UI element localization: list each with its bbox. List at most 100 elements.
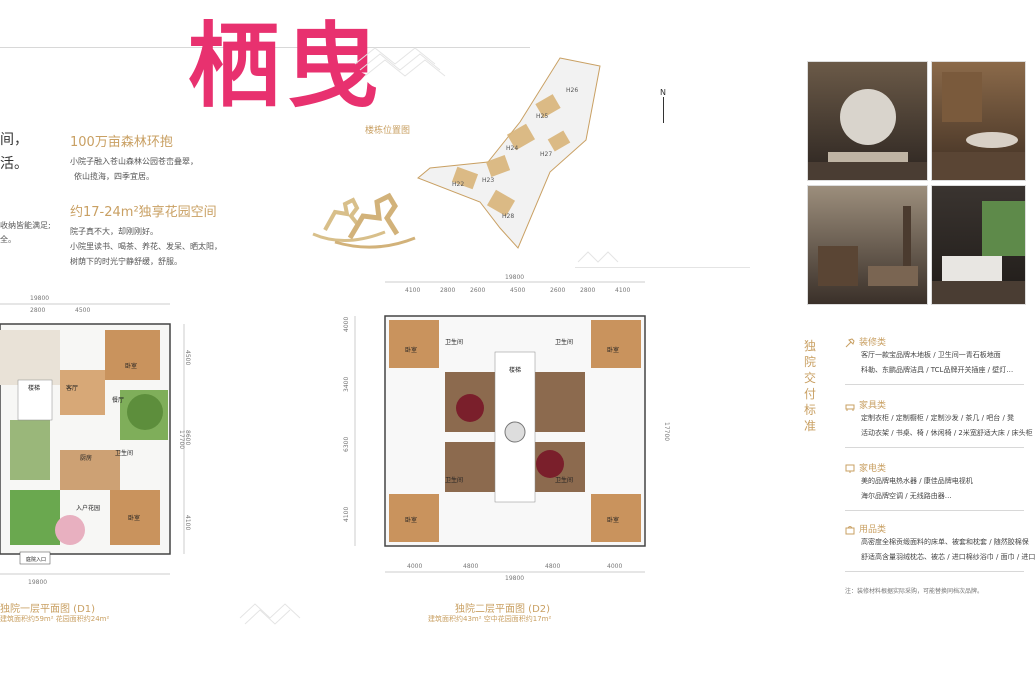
section-line: 科勒、东鹏品牌洁具 / TCL品牌开关插座 / 壁灯…: [861, 366, 1014, 374]
dim-label: 2800: [580, 287, 595, 294]
interior-photo-bedroom-2: [931, 185, 1026, 305]
left-clipped-text-2: 活。: [0, 156, 28, 172]
feature-line: 依山揽海，四季宜居。: [74, 172, 154, 181]
building-label: H28: [502, 213, 514, 220]
section-line: 定制衣柜 / 定制橱柜 / 定制沙发 / 茶几 / 吧台 / 凳: [861, 414, 1015, 422]
section-heading: 装修类: [859, 338, 887, 348]
room-label: 楼梯: [509, 366, 521, 374]
dim-label: 17700: [663, 422, 670, 441]
delivery-footnote: 注：装修材料根据实际采购，可能替换同档次品牌。: [845, 588, 984, 595]
entrance-label: 庭院入口: [26, 556, 46, 563]
brand-title: 栖曳: [188, 12, 385, 120]
dim-label: 2600: [550, 287, 565, 294]
dim-label: 2800: [440, 287, 455, 294]
section-line: 高密度全棉贡缎面料的床单、被套和枕套 / 随然胶棉保: [861, 538, 1029, 546]
sofa-icon: [845, 401, 855, 411]
dim-label: 4100: [615, 287, 630, 294]
dim-label: 4800: [463, 563, 478, 570]
dim-label: 4100: [184, 515, 191, 530]
section-heading: 家电类: [859, 464, 887, 474]
dim-label: 4100: [343, 507, 350, 522]
building-label: H23: [482, 177, 494, 184]
dim-label: 4500: [510, 287, 525, 294]
feature-garden: 约17-24m²独享花园空间 院子真不大，却刚刚好。 小院里读书、喝茶、养花、发…: [70, 201, 222, 269]
section-line: 客厅一款宝品牌木地板 / 卫生间一青石板地面: [861, 351, 1001, 359]
room-label: 卫生间: [445, 338, 463, 346]
dim-label: 19800: [505, 575, 524, 582]
section-line: 活动衣架 / 书桌、椅 / 休闲椅 / 2米宽舒适大床 / 床头柜: [861, 429, 1033, 437]
dim-label: 19800: [505, 274, 524, 281]
dim-label: 4000: [607, 563, 622, 570]
plan-d2-subtitle: 建筑面积约43m² 空中花园面积约17m²: [428, 615, 552, 623]
section-heading: 用品类: [859, 525, 887, 535]
room-label: 卫生间: [555, 476, 573, 484]
room-label: 卧室: [128, 514, 140, 522]
left-clipped-text-3: 收纳皆能满足;: [0, 221, 51, 230]
building-label: H22: [452, 181, 464, 188]
room-label: 卧室: [125, 362, 137, 370]
dim-label: 19800: [28, 579, 47, 586]
room-label: 卧室: [405, 516, 417, 524]
feature-heading: 100万亩森林环抱: [70, 135, 173, 150]
section-line: 舒适高含量羽绒枕芯、被芯 / 进口棉纱浴巾 / 面巾 / 进口: [861, 553, 1035, 561]
feature-line: 小院里读书、喝茶、养花、发呆、晒太阳，: [70, 242, 222, 251]
feature-heading: 约17-24m²独享花园空间: [70, 205, 217, 220]
divider: [575, 267, 750, 268]
rocking-horse-illustration: [312, 192, 416, 249]
delivery-section-furniture: 家具类 定制衣柜 / 定制橱柜 / 定制沙发 / 茶几 / 吧台 / 凳 活动衣…: [845, 398, 1033, 448]
section-line: 美的品牌电热水器 / 康佳品牌电视机: [861, 477, 973, 485]
plan-d1-title: 独院一层平面图 (D1): [0, 604, 96, 615]
dim-label: 4100: [405, 287, 420, 294]
site-plan-label: 楼栋位置图: [365, 126, 411, 136]
room-label: 卧室: [607, 346, 619, 354]
room-label: 卧室: [607, 516, 619, 524]
dim-label: 19800: [30, 295, 49, 302]
bag-icon: [845, 525, 855, 535]
delivery-section-supplies: 用品类 高密度全棉贡缎面料的床单、被套和枕套 / 随然胶棉保 舒适高含量羽绒枕芯…: [845, 522, 1035, 572]
room-label: 卫生间: [115, 449, 133, 457]
dim-label: 4500: [75, 307, 90, 314]
feature-line: 院子真不大，却刚刚好。: [70, 227, 158, 236]
left-clipped-text-4: 全。: [0, 235, 16, 244]
section-line: 海尔品牌空调 / 无线路由器…: [861, 492, 952, 500]
appliance-icon: [845, 464, 855, 474]
building-label: H26: [566, 87, 578, 94]
room-label: 餐厅: [112, 396, 124, 404]
plan-d1-subtitle: 建筑面积约59m² 花园面积约24m²: [0, 615, 110, 623]
room-label: 卧室: [405, 346, 417, 354]
feature-line: 树荫下的时光宁静舒缓，舒服。: [70, 257, 182, 266]
building-label: H24: [506, 145, 518, 152]
dim-label: 2600: [470, 287, 485, 294]
dim-label: 17700: [178, 430, 185, 449]
dim-label: 4800: [545, 563, 560, 570]
room-label: 楼梯: [28, 384, 40, 392]
interior-photo-living: [807, 61, 928, 181]
decorative-pattern: [577, 251, 619, 263]
decorative-pattern: [354, 47, 446, 77]
dim-label: 3400: [343, 377, 350, 392]
feature-line: 小院子融入苍山森林公园苍峦叠翠，: [70, 157, 198, 166]
dim-label: 4500: [184, 350, 191, 365]
room-label: 卫生间: [555, 338, 573, 346]
room-label: 客厅: [66, 384, 78, 392]
left-clipped-text-1: 间，: [0, 132, 28, 148]
floor-plan-d2: 19800 4100 2800 2600 4500 2600 2800 4100…: [343, 274, 670, 582]
delivery-vertical-title: 独院交付标准: [803, 339, 816, 433]
interior-photo-bedroom-1: [807, 185, 928, 305]
dim-label: 8600: [184, 430, 191, 445]
building-label: H25: [536, 113, 548, 120]
decorative-pattern: [239, 603, 301, 625]
dim-label: 4000: [343, 317, 350, 332]
north-compass: N: [660, 88, 666, 123]
dim-label: 4000: [407, 563, 422, 570]
dim-label: 6300: [343, 437, 350, 452]
section-heading: 家具类: [859, 401, 887, 411]
room-label: 卫生间: [445, 476, 463, 484]
floor-plan-d1: 19800 2800 4500 卧室 楼梯 客厅 餐厅 厨房 卧室 卫生间 入户…: [0, 295, 191, 586]
delivery-section-decoration: 装修类 客厅一款宝品牌木地板 / 卫生间一青石板地面 科勒、东鹏品牌洁具 / T…: [845, 335, 1024, 385]
hammer-icon: [845, 337, 855, 348]
top-divider: [0, 47, 530, 48]
feature-forest: 100万亩森林环抱 小院子融入苍山森林公园苍峦叠翠， 依山揽海，四季宜居。: [70, 131, 198, 184]
interior-photo-bathroom: [931, 61, 1026, 181]
delivery-section-appliance: 家电类 美的品牌电热水器 / 康佳品牌电视机 海尔品牌空调 / 无线路由器…: [845, 461, 1024, 511]
